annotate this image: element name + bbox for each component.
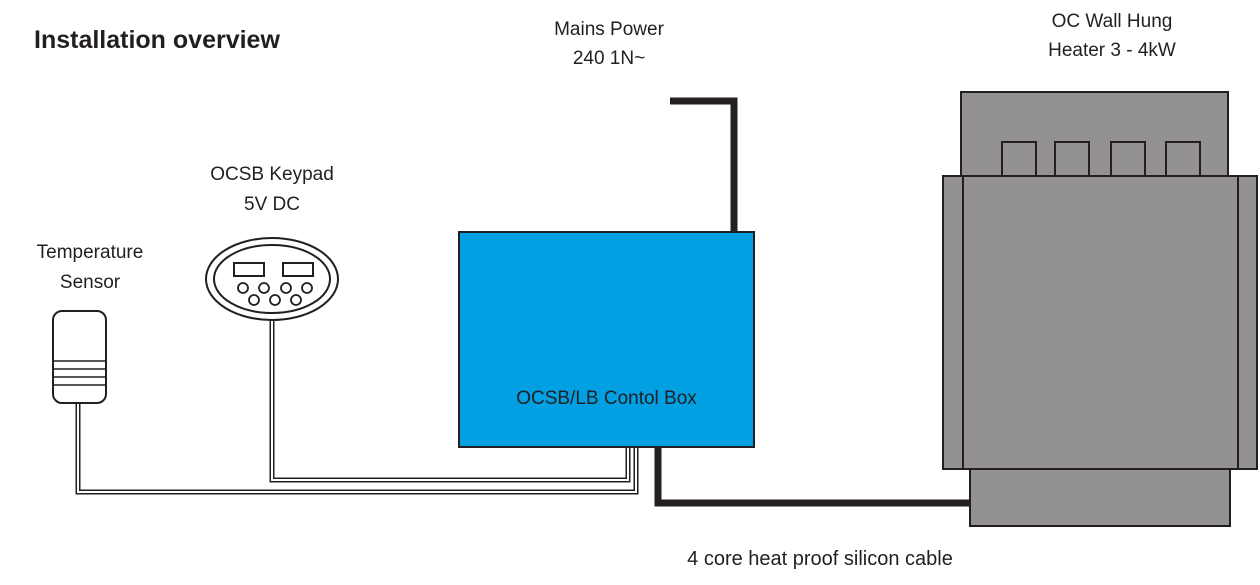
control-box-icon — [458, 231, 755, 448]
sensor-label-line2: Sensor — [59, 272, 121, 293]
heater-label-line1: OC Wall Hung — [1051, 11, 1173, 32]
mains-power-cable — [670, 97, 738, 232]
temperature-sensor-icon — [52, 310, 107, 404]
mains-power-label-line1: Mains Power — [554, 19, 664, 40]
keypad-label: OCSB Keypad 5V DC — [182, 162, 362, 218]
page-title: Installation overview — [34, 26, 280, 54]
cable-label: 4 core heat proof silicon cable — [687, 548, 953, 570]
keypad-icon — [205, 237, 339, 321]
keypad-label-line1: OCSB Keypad — [210, 164, 334, 185]
heater-label: OC Wall Hung Heater 3 - 4kW — [1012, 9, 1212, 64]
heater-cable — [654, 447, 970, 507]
heater-icon — [942, 91, 1258, 527]
sensor-label: Temperature Sensor — [20, 240, 160, 296]
mains-power-label: Mains Power 240 1N~ — [519, 17, 699, 72]
keypad-label-line2: 5V DC — [244, 194, 300, 215]
sensor-label-line1: Temperature — [36, 242, 144, 263]
control-box-label: OCSB/LB Contol Box — [516, 388, 697, 409]
heater-label-line2: Heater 3 - 4kW — [1048, 40, 1176, 61]
mains-power-label-line2: 240 1N~ — [572, 48, 646, 69]
